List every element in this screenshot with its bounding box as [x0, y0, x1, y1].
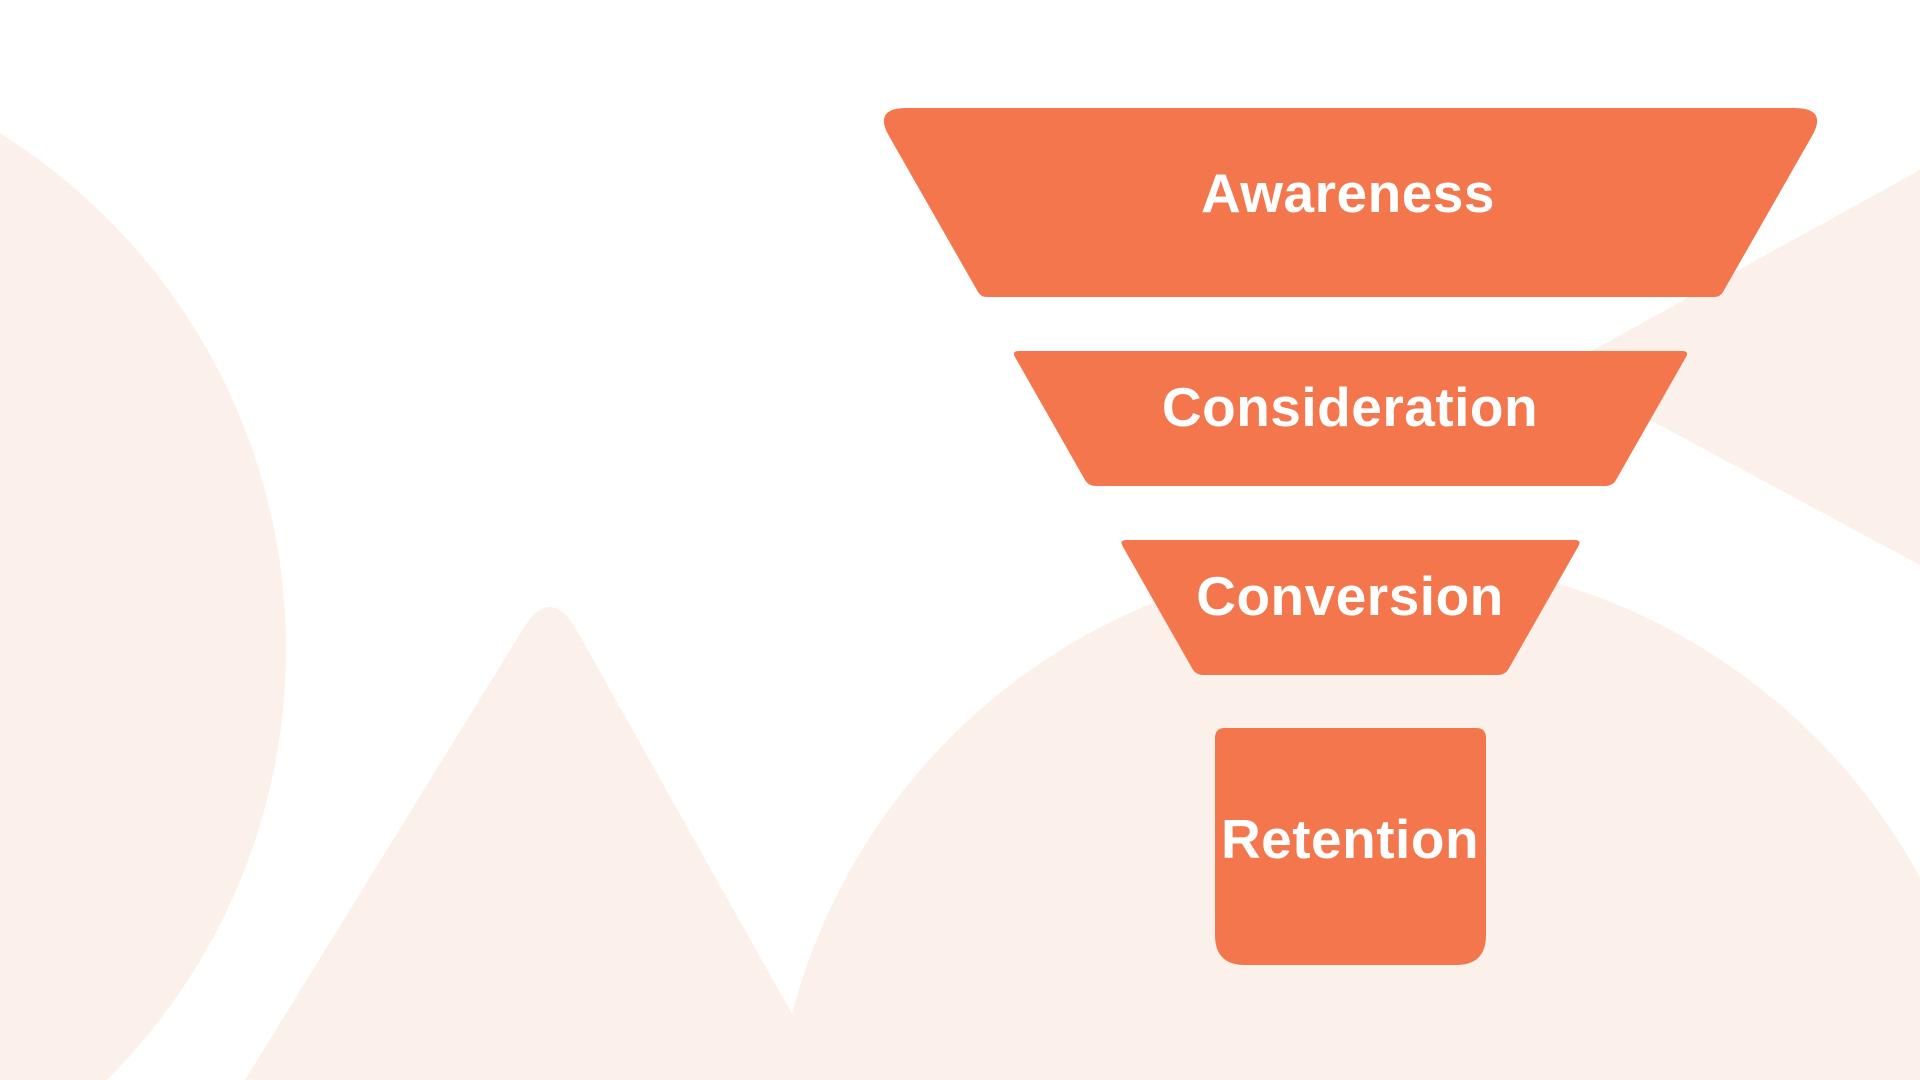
background-circle-left [0, 133, 286, 1080]
conversion-label: Conversion [1196, 565, 1504, 627]
retention-rectangle [1215, 728, 1486, 965]
consideration-trapezoid [1013, 351, 1688, 486]
retention-label: Retention [1221, 808, 1479, 870]
funnel-stage-awareness: Awareness [883, 108, 1818, 297]
funnel-stages: Awareness Consideration Conversion Reten… [883, 108, 1818, 965]
background-wedge-right [1557, 170, 1920, 565]
consideration-label: Consideration [1162, 376, 1538, 438]
background-mountain-triangle [245, 607, 829, 1080]
funnel-stage-retention: Retention [1215, 728, 1486, 965]
funnel-stage-consideration: Consideration [1013, 351, 1688, 486]
conversion-trapezoid [1121, 540, 1580, 675]
awareness-trapezoid [883, 108, 1818, 297]
funnel-stage-conversion: Conversion [1121, 540, 1580, 675]
awareness-label: Awareness [1201, 162, 1495, 224]
